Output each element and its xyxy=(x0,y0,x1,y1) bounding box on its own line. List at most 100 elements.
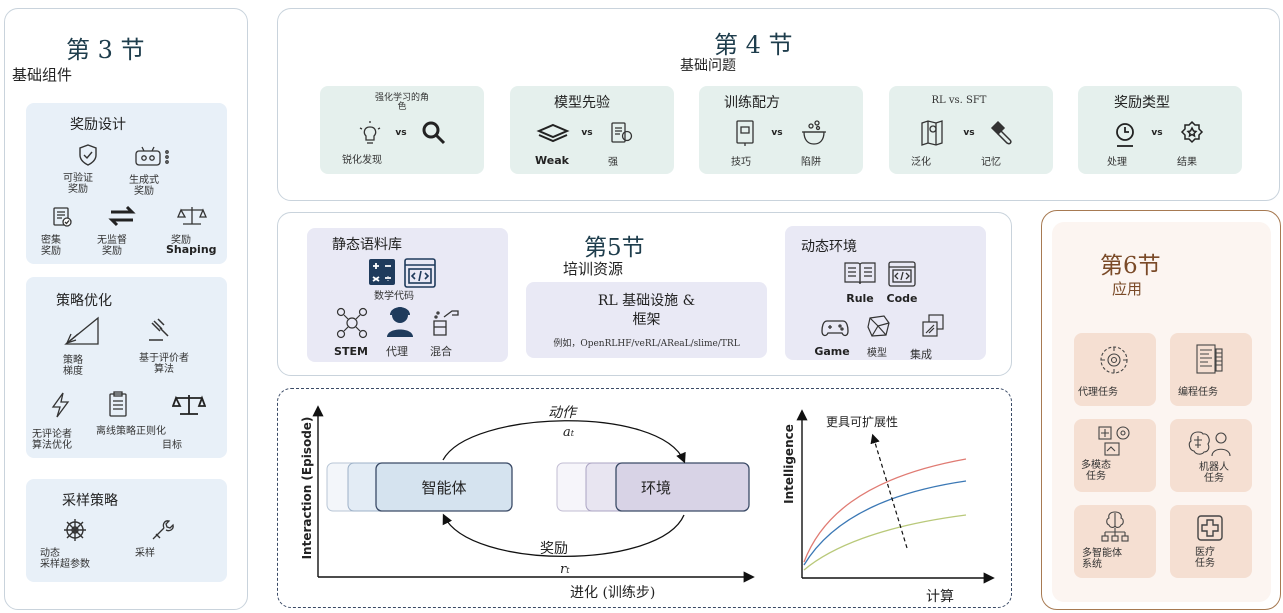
card-training-recipe-title: 训练配方 xyxy=(724,95,780,111)
app-robotics-task-label: 机器人 任务 xyxy=(1199,462,1229,484)
app-agent-task xyxy=(1074,333,1156,406)
action-symbol: at xyxy=(563,425,574,440)
card-model-prior-vs: vs xyxy=(581,128,593,138)
card-training-recipe-left: 技巧 xyxy=(731,157,751,168)
code-window-icon xyxy=(888,261,916,287)
app-medical-task-label: 医疗 任务 xyxy=(1195,547,1215,569)
app-multi-agent-label: 多智能体 系统 xyxy=(1082,548,1122,570)
cube-network-icon xyxy=(866,313,892,339)
verifiable-reward-label: 可验证 奖励 xyxy=(63,173,93,195)
scaling-y-label: Intelligence xyxy=(782,424,796,504)
static-corpus-box xyxy=(307,228,508,362)
section-3-title: 第 3 节 xyxy=(66,36,145,64)
reward-arc xyxy=(442,513,685,558)
card-training-recipe-vs: vs xyxy=(771,128,783,138)
code-window-icon xyxy=(404,258,436,288)
clock-icon xyxy=(1112,121,1138,149)
dynamic-env-title: 动态环境 xyxy=(801,239,857,255)
gradient-slope-icon xyxy=(64,316,100,348)
model-label: 模型 xyxy=(867,348,887,359)
loop-x-label: 进化 (训练步) xyxy=(570,585,656,601)
brain-document-icon xyxy=(608,120,634,146)
app-coding-task-label: 编程任务 xyxy=(1178,387,1218,398)
balance-scale-icon xyxy=(177,205,207,227)
scaling-annotation: 更具可扩展性 xyxy=(826,415,899,429)
card-rl-vs-sft-left: 泛化 xyxy=(911,157,931,168)
code-document-icon xyxy=(1194,343,1226,377)
rl-infra-example: 例如，OpenRLHF/veRL/AReaL/slime/TRL xyxy=(553,339,740,349)
scaling-curve-blue xyxy=(803,480,967,566)
action-label: 动作 xyxy=(548,405,576,421)
award-badge-icon xyxy=(1179,120,1205,148)
critic-based-label: 基于评价者 算法 xyxy=(139,353,189,375)
card-training-recipe-right: 陷阱 xyxy=(801,157,821,168)
shaping-label-1: 奖励 xyxy=(171,235,191,246)
usb-drive-icon xyxy=(988,120,1016,146)
section-5-title: 第5节 xyxy=(584,235,645,261)
calculator-icon xyxy=(368,258,396,286)
card-role-of-rl-title: 强化学习的角 色 xyxy=(374,93,429,113)
critic-free-label: 无评论者 算法优化 xyxy=(32,429,72,451)
agent-label: 代理 xyxy=(386,345,408,358)
brain-network-icon xyxy=(1099,510,1131,544)
card-reward-type xyxy=(1078,86,1242,174)
clipboard-icon xyxy=(107,390,129,418)
off-policy-label: 离线策略正则化 xyxy=(96,426,166,437)
shield-check-icon xyxy=(77,143,99,167)
reward-design-box xyxy=(26,103,227,264)
reward-design-title: 奖励设计 xyxy=(70,117,126,133)
card-model-prior-left: Weak xyxy=(535,154,569,167)
stem-label: STEM xyxy=(334,345,368,358)
section-6-title: 第6节 xyxy=(1100,253,1161,279)
layers-icon xyxy=(536,122,570,146)
card-rl-vs-sft-right: 记忆 xyxy=(981,157,1001,168)
dynamic-env-box xyxy=(785,226,986,360)
ensemble-label: 集成 xyxy=(910,348,932,361)
objective-label: 目标 xyxy=(162,440,182,451)
card-model-prior xyxy=(510,86,674,174)
scaling-curve-green xyxy=(803,514,967,571)
loop-y-label: Interaction (Episode) xyxy=(300,416,314,560)
math-code-label: 数学代码 xyxy=(374,291,414,302)
static-corpus-title: 静态语料库 xyxy=(332,237,402,253)
rule-book-icon xyxy=(843,260,877,286)
generative-reward-label: 生成式 奖励 xyxy=(129,175,159,197)
card-reward-type-title: 奖励类型 xyxy=(1114,95,1170,111)
card-model-prior-right: 强 xyxy=(608,157,618,168)
card-rl-vs-sft-vs: vs xyxy=(963,128,975,138)
section-6-subtitle: 应用 xyxy=(1112,280,1143,298)
rl-infra-box xyxy=(526,282,767,358)
brain-person-icon xyxy=(1186,428,1232,458)
card-role-of-rl xyxy=(320,86,484,174)
env-label: 环境 xyxy=(640,479,671,497)
wrench-icon xyxy=(150,518,176,542)
section-4-subtitle: 基础问题 xyxy=(680,58,736,74)
gavel-icon xyxy=(146,317,172,343)
card-role-of-rl-vs: vs xyxy=(395,128,407,138)
scaling-x-label: 计算 xyxy=(926,589,954,605)
agent-avatar-icon xyxy=(385,303,415,339)
beaker-icon xyxy=(430,307,460,339)
molecule-icon xyxy=(335,306,369,340)
card-model-prior-title: 模型先验 xyxy=(554,95,610,111)
agent-label: 智能体 xyxy=(421,479,467,497)
policy-gradient-label: 策略 梯度 xyxy=(63,355,83,377)
map-pin-icon xyxy=(919,119,945,147)
loop-diagram-panel xyxy=(277,388,1012,608)
section-4-title: 第 4 节 xyxy=(714,31,793,59)
app-multimodal-task-label: 多模态 任务 xyxy=(1081,460,1111,482)
document-check-icon xyxy=(51,206,73,228)
unsupervised-reward-label: 无监督 奖励 xyxy=(97,235,127,257)
lightning-icon xyxy=(48,391,72,419)
ship-wheel-icon xyxy=(63,518,87,542)
app-medical-task xyxy=(1170,505,1252,578)
card-reward-type-left: 处理 xyxy=(1107,157,1127,168)
dynamic-sampling-label: 动态 采样超参数 xyxy=(40,548,90,570)
card-rl-vs-sft xyxy=(889,86,1053,174)
rl-infra-title: RL 基础设施 & 框架 xyxy=(597,293,696,328)
dense-reward-label: 密集 奖励 xyxy=(41,235,61,257)
section-5-subtitle: 培训资源 xyxy=(563,260,624,278)
card-role-of-rl-left: 锐化发现 xyxy=(342,155,382,166)
reward-label: 奖励 xyxy=(540,541,568,557)
sampling-label: 采样 xyxy=(135,548,155,559)
